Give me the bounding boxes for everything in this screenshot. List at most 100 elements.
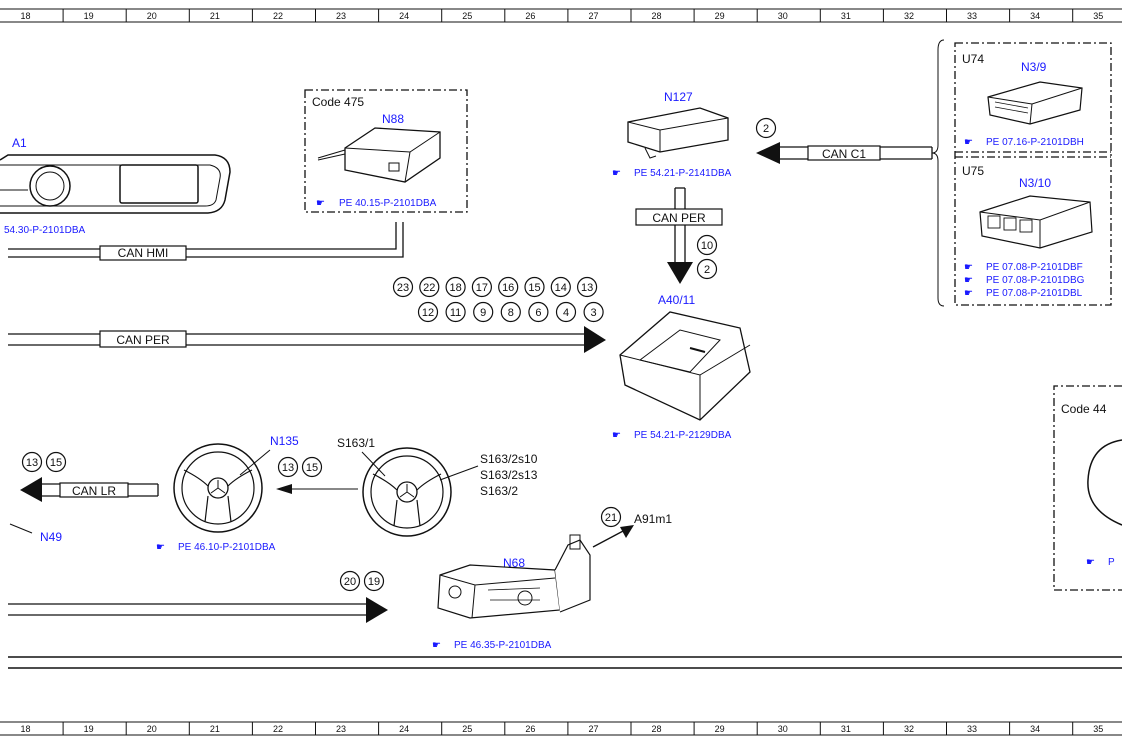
ruler-number: 34: [1030, 11, 1040, 21]
n3-10-label: N3/10: [1019, 176, 1051, 190]
ruler-number: 29: [715, 724, 725, 734]
svg-text:23: 23: [397, 282, 409, 294]
n135-ref[interactable]: ☛ PE 46.10-P-2101DBA: [156, 542, 276, 553]
ruler-number: 30: [778, 11, 788, 21]
svg-text:☛: ☛: [964, 137, 973, 148]
n135-label: N135: [270, 434, 299, 448]
circled-number: 19: [363, 570, 385, 592]
a1-instrument-cluster: A1 54.30-P-2101DBA: [0, 136, 231, 236]
ruler-number: 31: [841, 11, 851, 21]
can-c1-label: CAN C1: [822, 147, 866, 161]
svg-text:☛: ☛: [964, 262, 973, 273]
ruler-number: 34: [1030, 724, 1040, 734]
ruler-number: 24: [399, 724, 409, 734]
circled-number: 23: [392, 276, 414, 298]
n127-ref[interactable]: ☛ PE 54.21-P-2141DBA: [612, 168, 732, 179]
svg-text:PE 07.16-P-2101DBH: PE 07.16-P-2101DBH: [986, 137, 1084, 148]
svg-text:13: 13: [26, 457, 38, 469]
svg-text:15: 15: [306, 462, 318, 474]
svg-text:3: 3: [591, 307, 597, 319]
ruler-number: 24: [399, 11, 409, 21]
circled-number: 13: [576, 276, 598, 298]
svg-text:PE 46.10-P-2101DBA: PE 46.10-P-2101DBA: [178, 542, 276, 553]
svg-text:PE 07.08-P-2101DBL: PE 07.08-P-2101DBL: [986, 288, 1083, 299]
can-per-vertical-bus: CAN PER: [635, 187, 723, 284]
ruler-number: 18: [21, 11, 31, 21]
n88-ref[interactable]: ☛ PE 40.15-P-2101DBA: [316, 198, 437, 209]
circled-number: 14: [550, 276, 571, 298]
can-c1-bus: CAN C1: [756, 39, 945, 307]
n68-ref[interactable]: ☛ PE 46.35-P-2101DBA: [432, 640, 552, 651]
can-lr-label: CAN LR: [72, 484, 116, 498]
svg-text:PE 54.21-P-2129DBA: PE 54.21-P-2129DBA: [634, 430, 732, 441]
svg-text:16: 16: [502, 282, 514, 294]
svg-text:PE 54.21-P-2141DBA: PE 54.21-P-2141DBA: [634, 168, 732, 179]
code-44-box: Code 44 ☛ P: [1053, 385, 1122, 591]
svg-text:18: 18: [449, 282, 461, 294]
ruler-number: 29: [715, 11, 725, 21]
svg-text:PE 07.08-P-2101DBG: PE 07.08-P-2101DBG: [986, 275, 1085, 286]
can-per-vertical-label: CAN PER: [652, 211, 706, 225]
circled-number: 15: [524, 276, 545, 298]
ruler-number: 21: [210, 11, 220, 21]
s163-1-label: S163/1: [337, 436, 375, 450]
svg-text:13: 13: [581, 282, 593, 294]
ruler-number: 35: [1093, 11, 1103, 21]
a91m1-arrow: A91m1: [592, 512, 672, 548]
circled-number: 3: [583, 301, 604, 323]
svg-text:6: 6: [535, 307, 541, 319]
ruler-number: 19: [84, 724, 94, 734]
svg-text:14: 14: [555, 282, 567, 294]
n135-steering-wheel: N135 ☛ PE 46.10-P-2101DBA: [156, 434, 299, 553]
circled-number: 16: [498, 276, 519, 298]
a40-11-label: A40/11: [658, 293, 695, 307]
svg-text:54.30-P-2101DBA: 54.30-P-2101DBA: [4, 225, 85, 236]
n3-10-refs[interactable]: ☛ PE 07.08-P-2101DBF ☛ PE 07.08-P-2101DB…: [964, 262, 1085, 299]
svg-text:☛: ☛: [316, 198, 325, 209]
svg-text:☛: ☛: [432, 640, 441, 651]
u75-label: U75: [962, 164, 984, 178]
circled-number: 13: [21, 451, 43, 473]
n3-9-ref[interactable]: ☛ PE 07.16-P-2101DBH: [964, 137, 1084, 148]
n68-input-bus: [8, 597, 388, 623]
svg-text:20: 20: [344, 576, 356, 588]
circled-number: 21: [600, 506, 622, 528]
ruler-number: 22: [273, 724, 283, 734]
a1-label: A1: [12, 136, 27, 150]
ruler-number: 31: [841, 724, 851, 734]
svg-text:☛: ☛: [612, 168, 621, 179]
circled-number: 20: [339, 570, 361, 592]
ruler-number: 32: [904, 724, 914, 734]
ruler-number: 22: [273, 11, 283, 21]
n3-9-label: N3/9: [1021, 60, 1047, 74]
circled-number: 13: [277, 456, 299, 478]
can-hmi-label: CAN HMI: [118, 246, 169, 260]
ruler-number: 30: [778, 724, 788, 734]
circled-number: 15: [45, 451, 67, 473]
svg-text:☛: ☛: [156, 542, 165, 553]
svg-text:P: P: [1108, 557, 1115, 568]
circled-number: 6: [528, 301, 549, 323]
ruler-number: 27: [588, 724, 598, 734]
n68-label: N68: [503, 556, 525, 570]
code-44-ref[interactable]: ☛ P: [1086, 557, 1115, 568]
s163-steering-wheel: S163/1 S163/2s10 S163/2s13 S163/2: [337, 436, 538, 537]
ruler-number: 33: [967, 11, 977, 21]
svg-text:9: 9: [480, 307, 486, 319]
n49-pointer: N49: [9, 523, 62, 544]
svg-text:2: 2: [704, 264, 710, 276]
svg-text:☛: ☛: [1086, 557, 1095, 568]
ruler-number: 25: [462, 11, 472, 21]
svg-text:11: 11: [450, 307, 461, 319]
ruler-number: 26: [525, 11, 535, 21]
svg-text:PE 40.15-P-2101DBA: PE 40.15-P-2101DBA: [339, 198, 437, 209]
ruler-number: 32: [904, 11, 914, 21]
svg-text:15: 15: [528, 282, 540, 294]
circled-number: 18: [445, 276, 466, 298]
ruler-number: 23: [336, 11, 346, 21]
ruler-number: 28: [652, 724, 662, 734]
a40-11-ref[interactable]: ☛ PE 54.21-P-2129DBA: [612, 430, 732, 441]
circled-number: 10: [696, 234, 718, 256]
a1-ref[interactable]: 54.30-P-2101DBA: [4, 225, 85, 236]
ruler-number: 20: [147, 11, 157, 21]
